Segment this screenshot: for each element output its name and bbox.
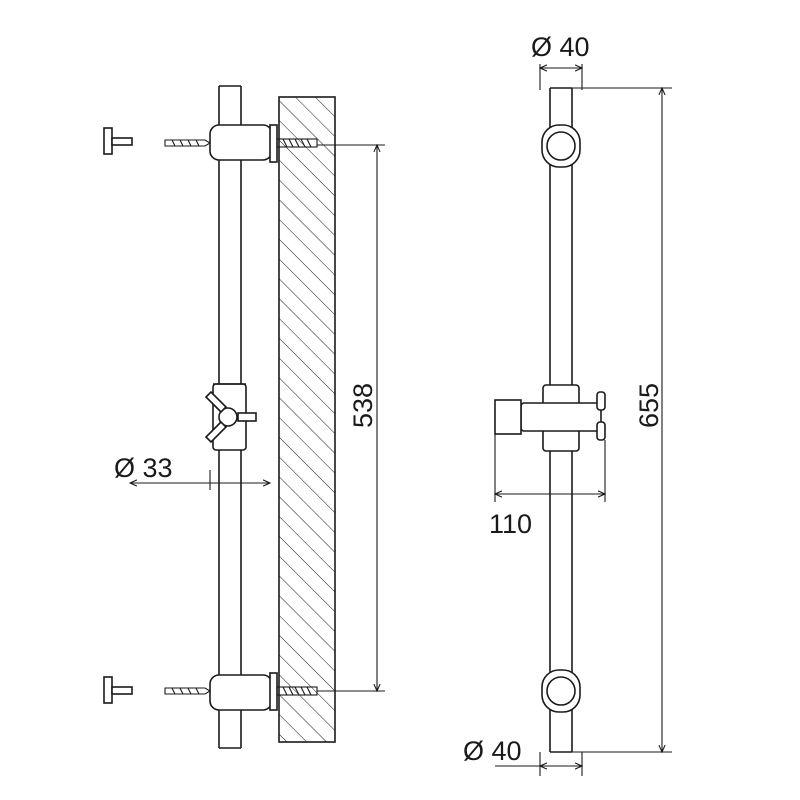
dim-front-top-diameter	[540, 64, 582, 90]
dim-front-bottom-diameter	[495, 752, 582, 776]
front-top-diameter-label: Ø 40	[531, 32, 590, 62]
dim-110	[495, 434, 605, 502]
top-bracket	[209, 124, 318, 163]
side-slider	[204, 383, 257, 451]
front-length-label: 655	[634, 383, 664, 428]
dim-side-diameter	[130, 470, 270, 490]
front-slider	[494, 384, 606, 452]
side-length-label: 538	[348, 383, 378, 428]
holder-projection-label: 110	[489, 509, 532, 539]
front-view: Ø 40 655 110 Ø 40	[463, 32, 672, 776]
dim-538	[317, 145, 385, 691]
side-diameter-label: Ø 33	[114, 453, 173, 483]
dim-655	[572, 88, 672, 752]
bottom-bracket	[209, 672, 318, 711]
front-bottom-diameter-label: Ø 40	[463, 736, 522, 766]
front-bottom-bracket	[541, 669, 581, 713]
bottom-screw-assembly	[103, 676, 212, 704]
top-screw-assembly	[103, 127, 212, 155]
wall-section	[278, 96, 336, 743]
side-view: Ø 33 538	[103, 85, 385, 749]
front-top-bracket	[541, 124, 581, 168]
